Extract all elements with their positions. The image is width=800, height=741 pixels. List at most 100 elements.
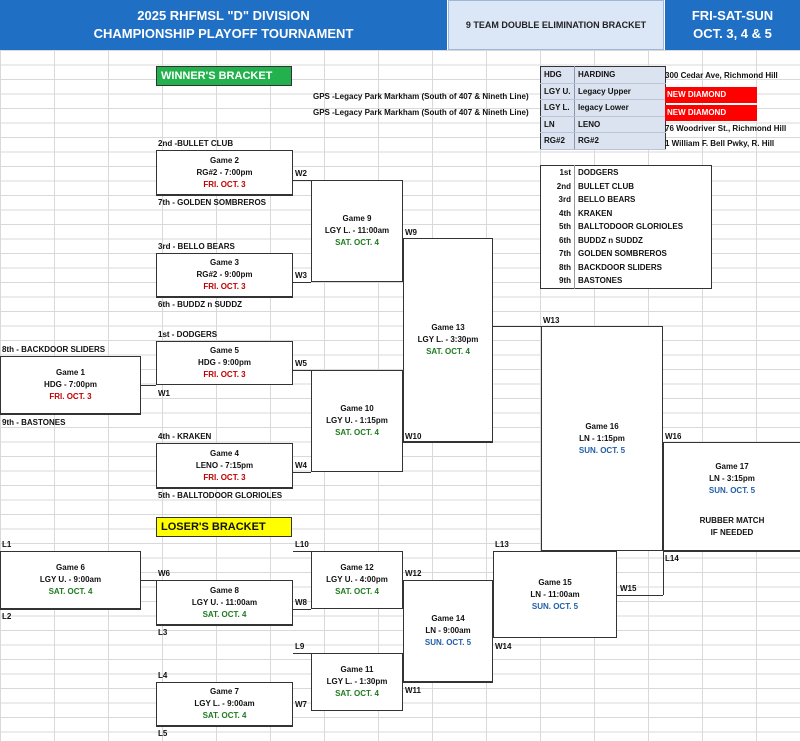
game-title: Game 8 (210, 585, 239, 595)
connector-line (293, 551, 311, 552)
game-date: FRI. OCT. 3 (203, 472, 246, 482)
game-5-box: Game 5 HDG - 9:00pm FRI. OCT. 3 (156, 341, 293, 385)
seed-rank: 7th (540, 247, 575, 261)
game-11-box: Game 11 LGY L. - 1:30pm SAT. OCT. 4 (311, 653, 403, 711)
game-title: Game 7 (210, 687, 239, 696)
game-date: SAT. OCT. 4 (335, 238, 379, 247)
gps-note-upper: GPS -Legacy Park Markham (South of 407 &… (313, 92, 529, 101)
connector-line (293, 653, 311, 654)
game-venue-time: HDG - 7:00pm (44, 380, 97, 389)
tournament-dates: FRI-SAT-SUN OCT. 3, 4 & 5 (665, 0, 800, 50)
game-date: FRI. OCT. 3 (203, 179, 246, 189)
connector-line (156, 195, 293, 196)
game-title: Game 15 (538, 577, 572, 587)
connector-line (156, 488, 293, 489)
venue-name: legacy Lower (574, 99, 666, 117)
bracket-format: 9 TEAM DOUBLE ELIMINATION BRACKET (448, 0, 664, 50)
seed-rank: 3rd (540, 193, 575, 207)
game-venue-time: LN - 3:15pm (709, 474, 755, 483)
game-title: Game 9 (342, 214, 372, 223)
connector-line (293, 370, 311, 371)
title-line-1: 2025 RHFMSL "D" DIVISION (137, 8, 310, 23)
path-label-l3: L3 (158, 628, 168, 637)
seed-team: BELLO BEARS (578, 195, 636, 205)
game-title: Game 14 (431, 614, 465, 623)
game-title: Game 13 (431, 323, 465, 332)
team-entry-2nd: 2nd -BULLET CLUB (158, 139, 234, 148)
game-date: FRI. OCT. 3 (203, 370, 246, 379)
venue-code: LGY L. (540, 99, 575, 117)
game-title: Game 1 (56, 368, 85, 377)
game-title: Game 6 (56, 563, 85, 572)
game-date: SAT. OCT. 4 (202, 711, 247, 720)
game-10-box: Game 10 LGY U. - 1:15pm SAT. OCT. 4 (311, 370, 403, 472)
venue-code: RG#2 (540, 132, 575, 150)
game-venue-time: HDG - 9:00pm (198, 358, 251, 367)
connector-line (156, 726, 293, 727)
path-label-l5: L5 (158, 729, 168, 738)
team-entry-7th: 7th - GOLDEN SOMBREROS (158, 198, 267, 207)
path-label-w15: W15 (620, 584, 637, 593)
connector-line (663, 551, 664, 595)
game-date: FRI. OCT. 3 (49, 392, 92, 401)
game-venue-time: LGY L. - 9:00am (194, 699, 255, 708)
game-date: SUN. OCT. 5 (531, 601, 579, 611)
game-venue-time: LN - 11:00am (530, 589, 580, 599)
path-label-w16: W16 (665, 432, 682, 441)
dates-text: OCT. 3, 4 & 5 (693, 26, 772, 41)
game-14-box: Game 14 LN - 9:00am SUN. OCT. 5 (403, 580, 493, 682)
seed-team: BACKDOOR SLIDERS (578, 262, 663, 272)
game-1-box: Game 1 HDG - 7:00pm FRI. OCT. 3 (0, 356, 141, 414)
path-label-w2: W2 (295, 169, 307, 178)
losers-bracket-banner: LOSER'S BRACKET (156, 517, 292, 537)
path-label-l1: L1 (2, 540, 12, 549)
venue-location: 300 Cedar Ave, Richmond Hill (665, 71, 778, 80)
game-venue-time: RG#2 - 9:00pm (196, 270, 253, 279)
venue-location: 76 Woodriver St., Richmond Hill (665, 124, 787, 133)
connector-line (617, 595, 663, 596)
path-label-w14: W14 (495, 642, 512, 651)
tournament-title: 2025 RHFMSL "D" DIVISION CHAMPIONSHIP PL… (0, 0, 447, 50)
connector-line (403, 442, 493, 443)
path-label-l2: L2 (2, 612, 12, 621)
title-line-2: CHAMPIONSHIP PLAYOFF TOURNAMENT (93, 26, 354, 41)
seed-rank: 9th (540, 274, 575, 288)
game-venue-time: LGY U. - 4:00pm (326, 575, 388, 584)
if-needed-note: IF NEEDED (710, 528, 754, 537)
venue-location-new-diamond: NEW DIAMOND (665, 87, 757, 103)
path-label-l13: L13 (495, 540, 509, 549)
game-title: Game 5 (210, 346, 239, 355)
game-venue-time: LGY L. - 1:30pm (326, 677, 388, 686)
connector-line (0, 609, 141, 610)
game-date: SUN. OCT. 5 (578, 445, 626, 455)
team-entry-9th: 9th - BASTONES (2, 418, 66, 427)
seed-team: BULLET CLUB (578, 181, 634, 191)
game-date: SAT. OCT. 4 (202, 609, 247, 619)
path-label-l9: L9 (295, 642, 305, 651)
connector-line (156, 625, 293, 626)
path-label-w10: W10 (405, 432, 422, 441)
game-venue-time: RG#2 - 7:00pm (196, 167, 253, 177)
venue-row: LGY L.legacy Lower (540, 99, 666, 117)
venue-name: RG#2 (574, 132, 666, 150)
seed-team: KRAKEN (578, 208, 613, 218)
game-title: Game 17 (715, 462, 749, 471)
seed-rank: 5th (540, 220, 575, 234)
path-label-w3: W3 (295, 271, 307, 280)
game-3-box: Game 3 RG#2 - 9:00pm FRI. OCT. 3 (156, 253, 293, 297)
venue-code: LN (540, 116, 575, 133)
path-label-w12: W12 (405, 569, 422, 578)
connector-line (156, 297, 293, 298)
game-venue-time: LGY U. - 1:15pm (326, 416, 388, 425)
game-date: SUN. OCT. 5 (424, 638, 472, 647)
seed-team: DODGERS (578, 168, 619, 178)
game-venue-time: LGY L. - 11:00am (324, 226, 390, 235)
game-date: SAT. OCT. 4 (335, 587, 379, 596)
game-title: Game 4 (210, 448, 239, 458)
gps-note-lower: GPS -Legacy Park Markham (South of 407 &… (313, 108, 529, 117)
